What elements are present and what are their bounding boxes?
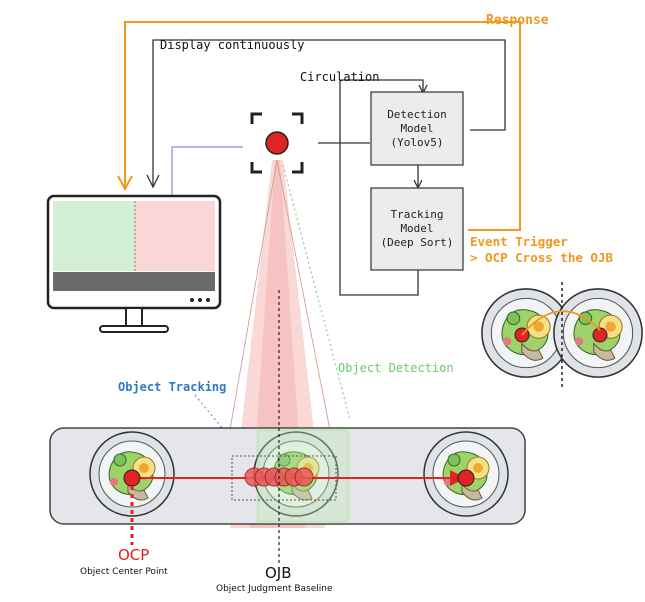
- ojb-full-label: Object Judgment Baseline: [216, 584, 333, 594]
- object-detection-label: Object Detection: [338, 361, 454, 375]
- response-line: [124, 21, 521, 231]
- detection-line3: (Yolov5): [390, 136, 444, 149]
- display-arrowhead: [146, 174, 160, 189]
- detection-model-label: Detection Model (Yolov5): [371, 108, 463, 150]
- event-trigger-label: Event Trigger: [470, 234, 568, 249]
- camera-icon: [250, 112, 304, 174]
- detection-line2: Model: [400, 122, 434, 135]
- tracking-line1: Tracking: [390, 208, 444, 221]
- ocp-dot: [123, 469, 141, 487]
- detection-model-box: [370, 91, 464, 166]
- tracking-model-box: [370, 187, 464, 271]
- ocp-label: OCP: [118, 546, 150, 564]
- tracking-model-label: Tracking Model (Deep Sort): [371, 208, 463, 250]
- ojb-label: OJB: [265, 564, 292, 582]
- monitor-icon: [46, 194, 222, 333]
- display-line: [152, 39, 506, 186]
- circulation-line: [339, 79, 424, 296]
- display-label: Display continuously: [160, 38, 305, 52]
- event-trigger-sub-label: > OCP Cross the OJB: [470, 250, 613, 265]
- camera-monitor-link: [171, 146, 243, 196]
- event-trigger-illustration: [481, 282, 643, 388]
- ocp-full-label: Object Center Point: [80, 567, 168, 577]
- object-tracking-label: Object Tracking: [118, 380, 227, 394]
- response-label: Response: [486, 13, 549, 28]
- tracking-line2: Model: [400, 222, 434, 235]
- tracking-line3: (Deep Sort): [380, 236, 454, 249]
- circulation-label: Circulation: [300, 70, 380, 84]
- detection-leader: [282, 164, 351, 421]
- detection-line1: Detection: [387, 108, 447, 121]
- ocp-dot-right: [457, 469, 475, 487]
- response-arrowhead: [117, 175, 133, 192]
